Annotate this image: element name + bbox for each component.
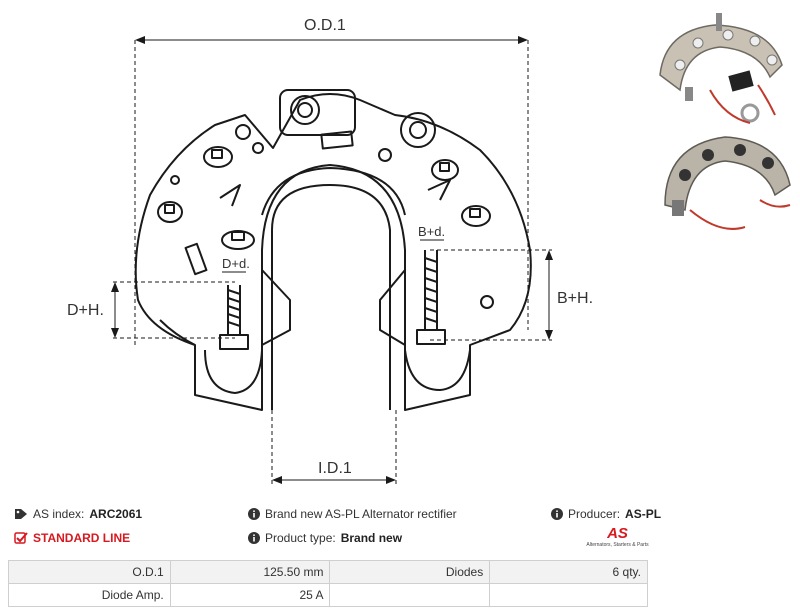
description-text: Brand new AS-PL Alternator rectifier — [265, 507, 457, 521]
product-photos — [659, 13, 791, 230]
product-photo-top — [659, 13, 783, 124]
as-index: AS index: ARC2061 — [14, 507, 142, 521]
spec-label: O.D.1 — [8, 560, 171, 584]
product-line-label: STANDARD LINE — [33, 531, 131, 545]
logo-mark: AS — [607, 525, 628, 542]
spec-label — [329, 583, 491, 607]
info-icon — [248, 532, 260, 544]
product-type-label: Product type: — [265, 531, 336, 545]
rectifier-drawing: O.D.1 I.D.1 D+H. B+H. D+d. B+d. — [67, 17, 593, 485]
dimension-dd-label: D+d. — [222, 256, 250, 271]
as-index-value: ARC2061 — [89, 507, 143, 521]
spec-label: Diodes — [329, 560, 491, 584]
producer-value: AS-PL — [625, 507, 662, 521]
product-info: AS index: ARC2061 STANDARD LINE Brand ne… — [0, 500, 800, 560]
checkbox-icon — [14, 532, 28, 544]
spec-label: Diode Amp. — [8, 583, 171, 607]
dimension-bh-label: B+H. — [557, 290, 593, 307]
spec-value — [489, 583, 648, 607]
spec-table: O.D.1 125.50 mm Diodes 6 qty. Diode Amp.… — [8, 560, 648, 607]
table-row: Diode Amp. 25 A — [8, 583, 648, 607]
table-row: O.D.1 125.50 mm Diodes 6 qty. — [8, 560, 648, 584]
as-index-label: AS index: — [33, 507, 85, 521]
spec-value: 6 qty. — [489, 560, 648, 584]
spec-value: 125.50 mm — [169, 560, 331, 584]
product-type: Product type: Brand new — [248, 531, 402, 545]
product-line: STANDARD LINE — [14, 531, 130, 545]
product-type-value: Brand new — [340, 531, 403, 545]
producer: Producer: AS-PL — [551, 507, 661, 521]
dimension-bd-label: B+d. — [418, 224, 445, 239]
as-pl-logo: AS Alternators, Starters & Parts — [585, 526, 650, 554]
description: Brand new AS-PL Alternator rectifier — [248, 507, 457, 521]
info-icon — [551, 508, 563, 520]
producer-label: Producer: — [568, 507, 621, 521]
rectifier-body-outline — [134, 93, 532, 411]
dimension-dh-label: D+H. — [67, 302, 104, 319]
product-photo-bottom — [664, 136, 791, 230]
inner-arch — [271, 184, 391, 410]
logo-tagline: Alternators, Starters & Parts — [586, 542, 649, 548]
dimension-od-label: O.D.1 — [304, 17, 346, 34]
info-icon — [248, 508, 260, 520]
dimension-id-label: I.D.1 — [318, 460, 352, 477]
spec-value: 25 A — [169, 583, 331, 607]
tag-icon — [15, 509, 27, 519]
